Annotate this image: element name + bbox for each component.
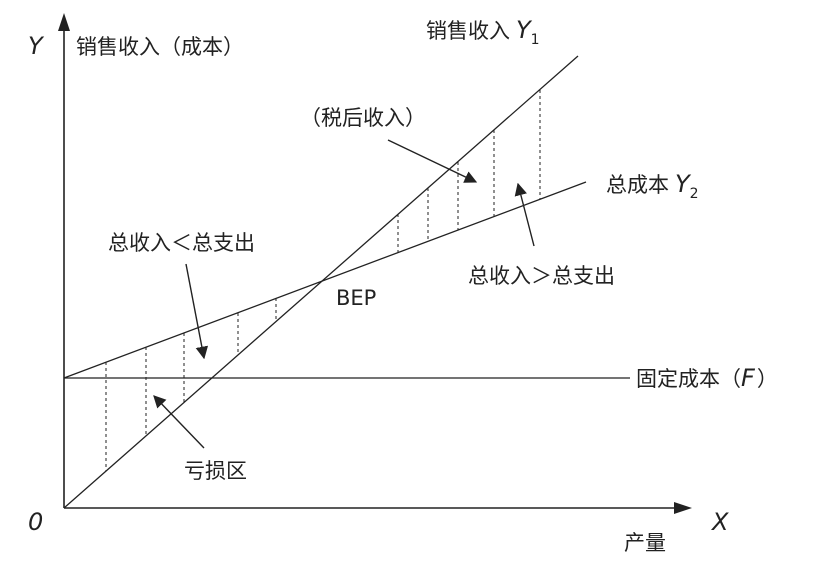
loss-condition-label: 总收入＜总支出 <box>108 231 255 255</box>
y-axis-letter: Y <box>28 32 45 60</box>
x-axis-title: 产量 <box>624 531 666 555</box>
fixed-cost-line-label: 固定成本（F） <box>636 364 778 392</box>
y-axis-arrowhead <box>58 13 70 31</box>
loss-condition-arrow <box>185 263 209 360</box>
total-cost-line <box>63 181 587 379</box>
profit-zone-hatching <box>397 90 541 252</box>
x-axis-arrowhead <box>674 502 692 514</box>
origin-label: 0 <box>28 508 43 536</box>
breakeven-point-label: BEP <box>336 286 376 310</box>
y-axis-title: 销售收入（成本） <box>76 35 244 59</box>
after-tax-income-label: （税后收入） <box>300 106 426 130</box>
revenue-line <box>63 55 579 509</box>
loss-zone-hatching <box>105 298 277 471</box>
profit-condition-arrow <box>514 182 535 247</box>
x-axis-letter: X <box>710 508 729 536</box>
profit-condition-label: 总收入＞总支出 <box>468 264 615 288</box>
after-tax-income-arrow <box>387 139 478 183</box>
loss-zone-arrow <box>153 395 205 449</box>
loss-zone-label: 亏损区 <box>184 459 247 483</box>
